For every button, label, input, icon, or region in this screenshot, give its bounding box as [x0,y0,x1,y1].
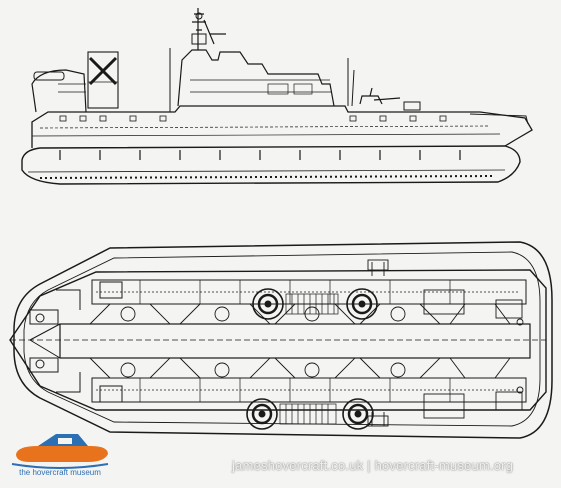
website-watermark: jameshovercraft.co.uk | hovercraft-museu… [232,458,514,473]
plan-lift-fans-starboard [246,398,374,430]
side-forward-weapon [359,87,401,105]
plan-view [9,241,553,439]
logo-caption: the hovercraft museum [19,468,101,477]
plan-cargo-deck [59,323,531,359]
plan-lift-fans-port [252,288,378,320]
plan-stern-structure [29,281,123,403]
side-antennas [169,48,355,112]
side-skirt [21,145,521,185]
side-naval-flag [87,51,119,109]
plan-lower-hatches [88,357,511,379]
side-superstructure [177,49,335,107]
logo-block: the hovercraft museum [8,428,112,484]
side-mast [192,8,226,50]
plan-bow-equipment [367,259,524,427]
side-hull [31,105,533,148]
side-elevation-view [21,8,533,185]
side-propeller-duct [31,69,87,113]
plan-skirt-outline [13,241,553,439]
hovercraft-museum-logo [11,434,109,469]
